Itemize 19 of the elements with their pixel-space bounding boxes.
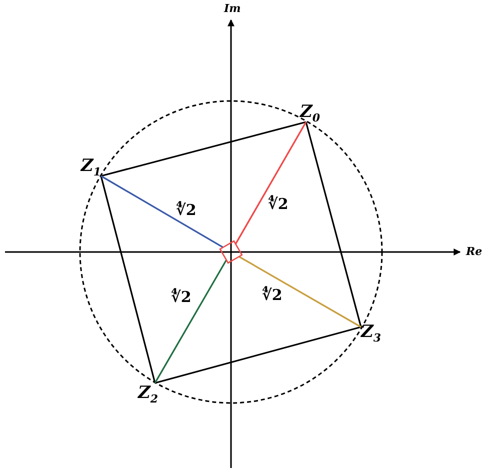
point-label: Z$_{0}$ xyxy=(300,102,320,128)
edge-label: ∜2 xyxy=(262,286,282,304)
radius-line xyxy=(234,122,307,245)
side-line xyxy=(100,176,156,384)
edge-label: ∜2 xyxy=(171,288,192,306)
radius-line xyxy=(100,175,224,248)
right-angle-marker xyxy=(217,238,245,266)
point-label: Z$_{3}$ xyxy=(361,322,382,348)
edge-label: ∜2 xyxy=(268,195,288,213)
radius-line xyxy=(154,259,228,384)
point-label: Z$_{2}$ xyxy=(138,383,158,410)
axis-label: Im xyxy=(224,3,241,15)
side-line xyxy=(100,121,306,177)
point-label: Z$_{1}$ xyxy=(80,156,101,182)
radius-line xyxy=(238,256,362,328)
edge-label: ∜2 xyxy=(176,201,196,219)
side-line xyxy=(305,122,362,328)
side-line xyxy=(154,326,362,384)
axis-label: Re xyxy=(466,246,482,258)
